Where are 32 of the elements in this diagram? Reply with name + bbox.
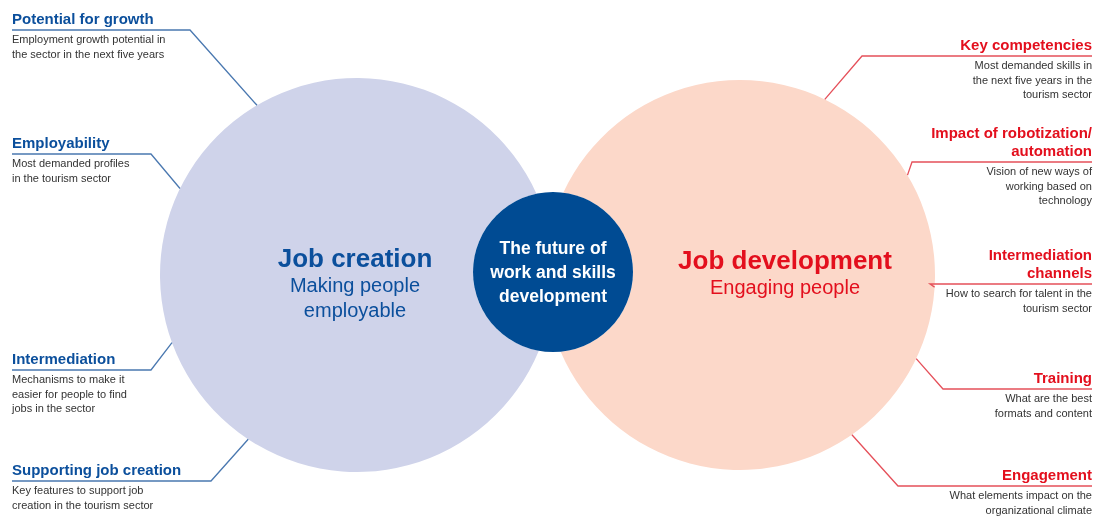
leader-line [11,438,249,482]
callout-heading: Employability [12,134,111,153]
callout-text: Employment growth potential in the sector in the next five years [12,32,167,61]
callout-text: Vision of new ways of working based on technology [985,164,1092,208]
leader-line [927,283,1093,288]
leader-line [11,29,258,106]
callout-text: What elements impact on the organizational climate [948,488,1092,517]
callout-heading: Intermediation channels [987,246,1092,283]
circle-title: Job development [677,245,893,275]
callout-text: Key features to support job creation in the tourism sector [12,483,155,512]
callout-heading: Potential for growth [12,10,155,29]
callout-heading: Key competencies [959,36,1092,55]
callout-heading: Intermediation [12,350,117,369]
callout-text: Mechanisms to make it easier for people to find jobs in the sector [12,372,128,416]
callout-heading: Engagement [1001,466,1092,485]
callout-text: How to search for talent in the tourism sector [944,286,1092,315]
circle-title: Job creation [276,243,434,273]
callout-text: Most demanded skills in the next five years in the tourism sector [971,58,1092,102]
leader-line [824,55,1093,101]
callout-heading: Supporting job creation [12,461,183,480]
leader-line [851,434,1093,487]
callout-heading: Training [1032,369,1092,388]
callout-text: What are the best formats and content [993,391,1092,420]
circle-subtitle: Making people employable [288,273,422,323]
callout-heading: Impact of robotization/ automation [930,124,1092,161]
circle-subtitle: Engaging people [708,275,862,300]
leader-line [11,153,181,190]
leader-line [906,161,1093,176]
leader-line [915,357,1093,390]
leader-line [11,342,173,371]
center-title: The future of work and skills development [489,237,617,308]
callout-text: Most demanded profiles in the tourism sector [12,156,131,185]
